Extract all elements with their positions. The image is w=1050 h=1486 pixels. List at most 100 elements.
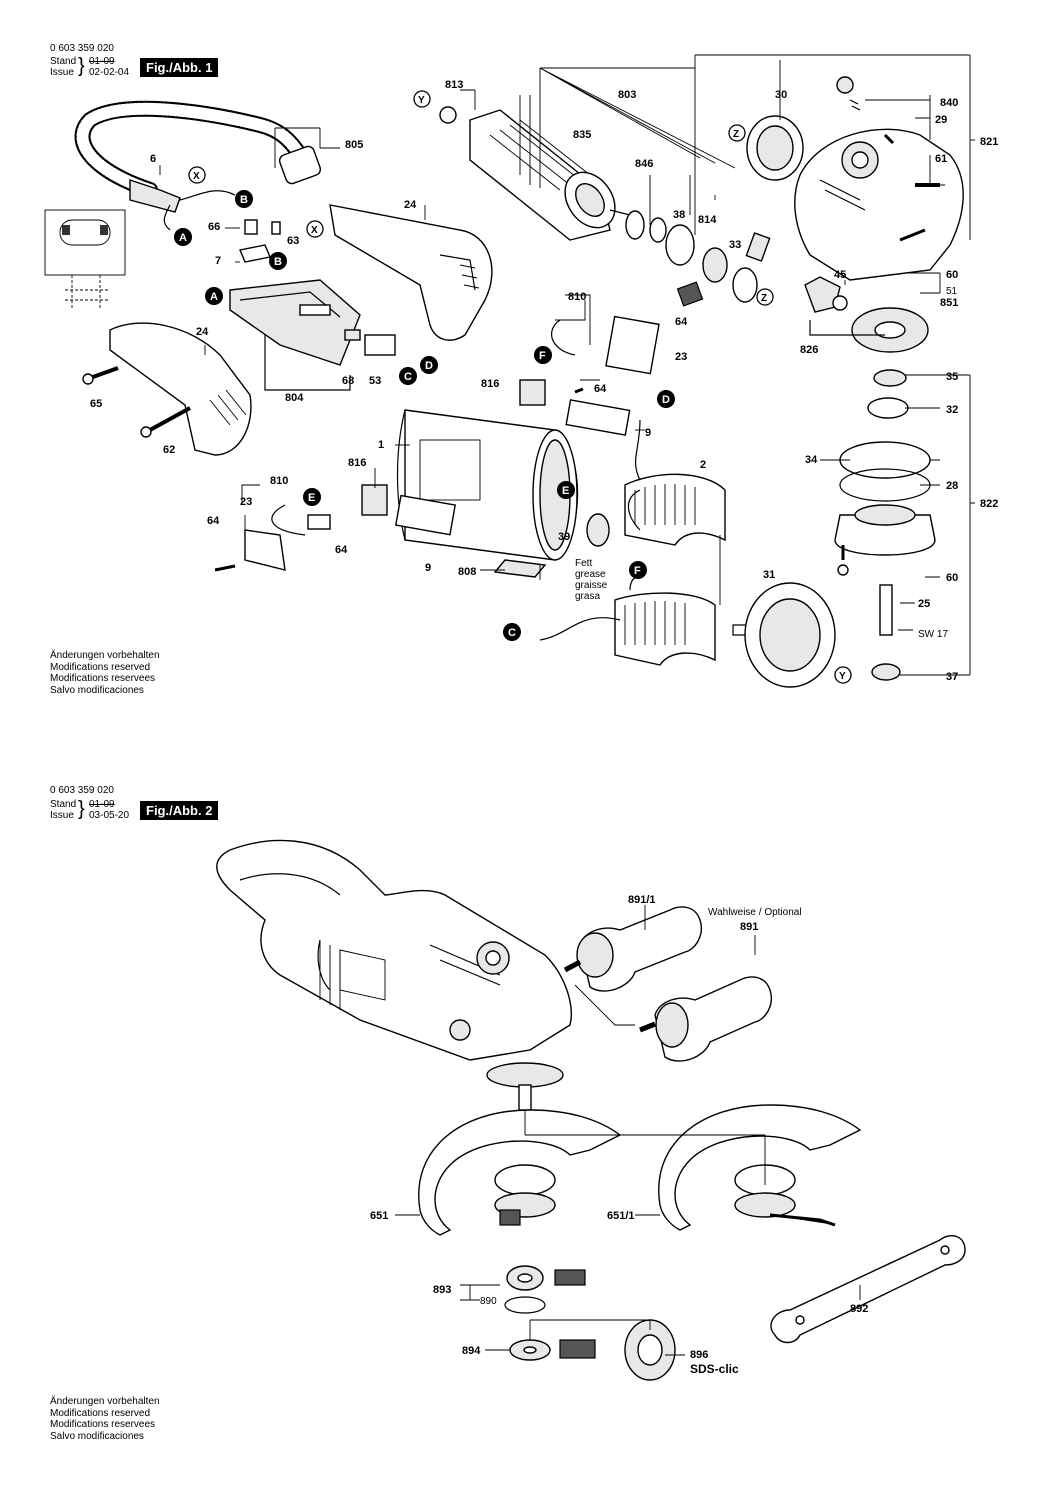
connector-a-1: A xyxy=(179,232,187,244)
fig2-stand-label: Stand xyxy=(50,799,77,810)
label-822: 822 xyxy=(980,498,998,510)
leader-896 xyxy=(485,1349,685,1356)
connector-e-1: E xyxy=(308,492,315,504)
label-37: 37 xyxy=(946,671,958,683)
label-2: 2 xyxy=(700,459,706,471)
leader-894 xyxy=(529,1319,651,1340)
disclaimer-fr: Modifications reservees xyxy=(50,1419,156,1430)
connector-c-2: C xyxy=(508,627,516,639)
label-814: 814 xyxy=(698,214,717,226)
label-9-upper: 9 xyxy=(645,427,651,439)
label-894: 894 xyxy=(462,1345,481,1357)
connector-b-1: B xyxy=(240,194,248,206)
label-896: 896 xyxy=(690,1349,708,1361)
label-651: 651 xyxy=(370,1210,388,1222)
fig2-issue-date: 03-05-20 xyxy=(89,810,130,821)
handle-half-24-upper xyxy=(329,204,493,341)
label-826: 826 xyxy=(800,344,818,356)
fig2-issue-label: Issue xyxy=(50,810,74,821)
flange-stack-822 xyxy=(834,369,936,681)
label-810-upper: 810 xyxy=(568,291,586,303)
fig1-stand-label: Stand xyxy=(50,56,77,67)
connector-c-1: C xyxy=(404,371,412,383)
gear-826 xyxy=(804,276,929,353)
label-62: 62 xyxy=(163,444,175,456)
label-64-upper: 64 xyxy=(675,316,688,328)
label-39: 39 xyxy=(558,531,570,543)
label-813: 813 xyxy=(445,79,463,91)
label-810-lower: 810 xyxy=(270,475,288,487)
label-9-lower: 9 xyxy=(425,562,431,574)
label-851: 851 xyxy=(940,297,958,309)
grease-fr: graisse xyxy=(575,580,608,591)
fig2-title: Fig./Abb. 2 xyxy=(140,801,219,820)
grease-de: Fett xyxy=(575,558,592,569)
label-1: 1 xyxy=(378,439,384,451)
handle-half-24-lower xyxy=(109,322,252,456)
connector-b-2: B xyxy=(274,256,282,268)
label-34: 34 xyxy=(805,454,818,466)
disclaimer-fr: Modifications reservees xyxy=(50,673,156,684)
fig2-disclaimer: Änderungen vorbehalten Modifications res… xyxy=(50,1396,160,1442)
connector-f-2: F xyxy=(634,565,641,577)
disclaimer-es: Salvo modificaciones xyxy=(50,1430,144,1442)
label-68: 68 xyxy=(342,375,354,387)
armature-835 xyxy=(439,106,631,241)
connector-a-2: A xyxy=(210,291,218,303)
fig1-issue-date: 02-02-04 xyxy=(89,67,130,78)
label-835: 835 xyxy=(573,129,591,141)
label-30: 30 xyxy=(775,89,787,101)
flange-894 xyxy=(509,1339,596,1361)
fan-cover-31 xyxy=(732,582,836,688)
leader-891-labels xyxy=(644,905,756,955)
label-29: 29 xyxy=(935,114,947,126)
screws-65-62 xyxy=(82,366,191,438)
side-handle-891-1 xyxy=(563,906,702,992)
label-808: 808 xyxy=(458,566,476,578)
leader-893 xyxy=(460,1284,500,1301)
connector-d-1: D xyxy=(425,360,433,372)
label-6: 6 xyxy=(150,153,156,165)
label-32: 32 xyxy=(946,404,958,416)
label-840: 840 xyxy=(940,97,958,109)
label-23-lower: 23 xyxy=(240,496,252,508)
field-coil-2 xyxy=(586,473,726,666)
label-51: 51 xyxy=(946,286,958,297)
leader-891 xyxy=(574,984,635,1026)
label-846: 846 xyxy=(635,158,653,170)
label-optional: Wahlweise / Optional xyxy=(708,907,802,918)
label-892: 892 xyxy=(850,1303,868,1315)
grease-es: grasa xyxy=(575,591,600,602)
wiring-schematic xyxy=(44,209,126,310)
label-63: 63 xyxy=(287,235,299,247)
connector-d-2: D xyxy=(662,394,670,406)
label-64-lower-left: 64 xyxy=(207,515,220,527)
connector-x-2: X xyxy=(311,225,318,236)
label-sw17: SW 17 xyxy=(918,629,948,640)
label-38: 38 xyxy=(673,209,685,221)
label-23-upper: 23 xyxy=(675,351,687,363)
fig1-part-labels: 813 803 30 840 29 821 61 835 846 38 814 … xyxy=(90,79,998,683)
label-sds-clic: SDS-clic xyxy=(690,1362,739,1376)
disclaimer-en: Modifications reserved xyxy=(50,1407,151,1419)
guard-651 xyxy=(418,1109,622,1236)
fig2-brace: } xyxy=(78,798,85,820)
fig1-part-number: 0 603 359 020 xyxy=(50,43,114,54)
connector-x-1: X xyxy=(193,171,200,182)
motor-housing-1 xyxy=(394,399,631,578)
label-7: 7 xyxy=(215,255,221,267)
label-891: 891 xyxy=(740,921,758,933)
grinder-assembled xyxy=(216,839,572,1111)
leader-guards xyxy=(524,1110,766,1185)
connector-y-2: Y xyxy=(839,671,846,682)
guard-651-1 xyxy=(658,1104,862,1231)
bearings-group xyxy=(625,210,771,307)
label-25: 25 xyxy=(918,598,930,610)
disclaimer-de: Änderungen vorbehalten xyxy=(50,650,160,661)
label-804: 804 xyxy=(285,392,304,404)
fig1-brace: } xyxy=(78,55,85,77)
label-803: 803 xyxy=(618,89,636,101)
connector-e-2: E xyxy=(562,485,569,497)
label-651-1: 651/1 xyxy=(607,1210,635,1222)
